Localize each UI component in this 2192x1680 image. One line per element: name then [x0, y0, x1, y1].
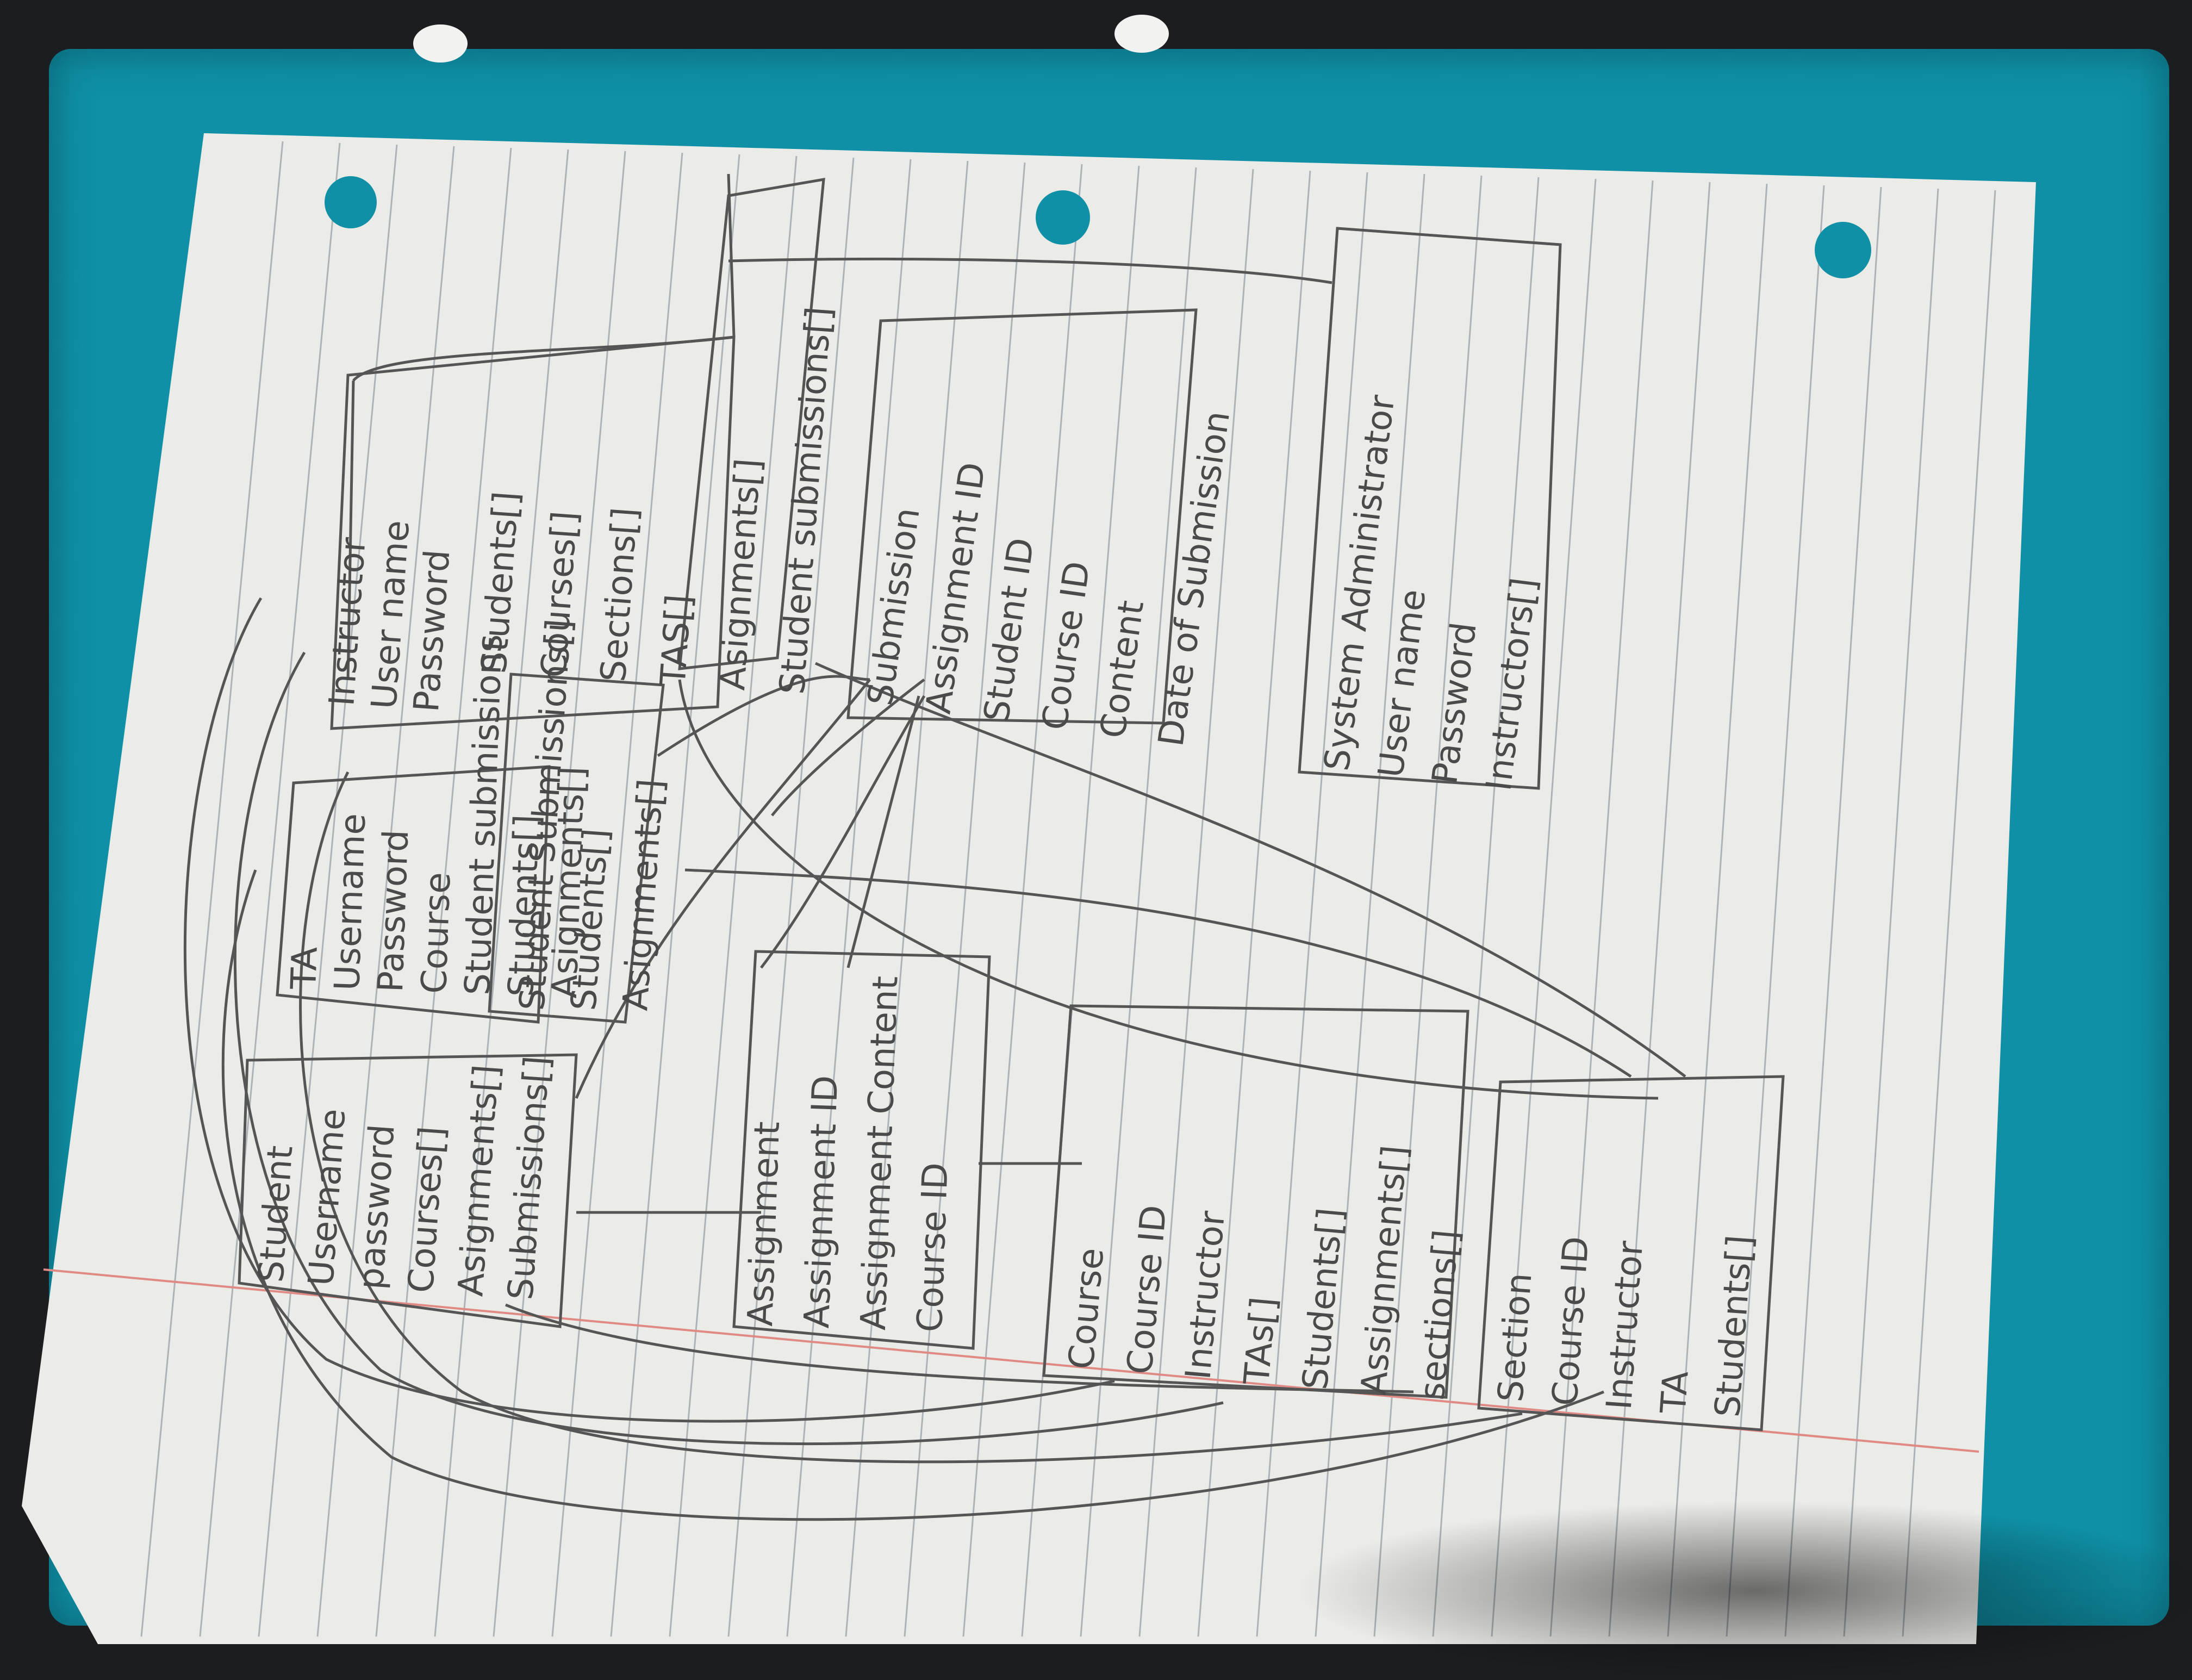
- student-title: Student: [251, 1144, 301, 1284]
- ta-title: TA: [284, 946, 326, 991]
- instructor-extension-box: [678, 177, 825, 670]
- sysadmin-box: [1298, 227, 1562, 790]
- instructor-box: [330, 335, 736, 730]
- ta-field: Username: [327, 813, 373, 992]
- assignment-field: Course ID: [910, 1162, 956, 1333]
- student-box: [238, 1053, 578, 1328]
- assignment-box: [732, 950, 991, 1350]
- ta-field: Asignments[]: [545, 766, 593, 999]
- folder-hole-2: [1114, 15, 1169, 53]
- paper-hole-1: [325, 176, 377, 228]
- ta-field: Students[]: [501, 814, 548, 998]
- course-field: TAs[]: [1237, 1296, 1285, 1387]
- section-field: TA: [1653, 1370, 1696, 1415]
- course-box: [1042, 1004, 1469, 1399]
- submission-box: [846, 308, 1198, 725]
- ta-field: Course: [414, 872, 459, 994]
- hand-shadow: [1294, 1501, 2192, 1680]
- ta-box: [276, 765, 551, 1024]
- folder-hole-1: [413, 24, 468, 63]
- paper-sheet: [22, 133, 2036, 1644]
- paper-hole-3: [1815, 222, 1871, 278]
- ta-field: Password: [371, 829, 416, 993]
- ta-extension-box: [488, 673, 665, 1024]
- section-box: [1477, 1075, 1785, 1432]
- paper-hole-2: [1036, 190, 1090, 245]
- instructor-field: TAS[]: [653, 593, 700, 688]
- assignment-title: Assignment: [740, 1121, 788, 1327]
- assignment-field: Assignment ID: [797, 1075, 846, 1329]
- section-title: Section: [1491, 1272, 1540, 1403]
